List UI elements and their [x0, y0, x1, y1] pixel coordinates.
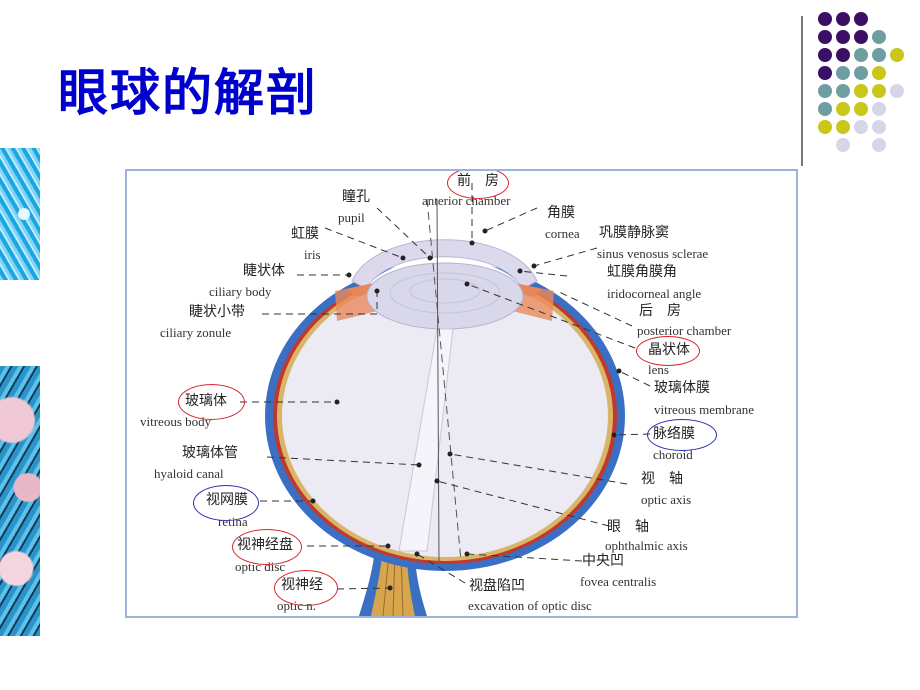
label-iris-zh: 虹膜	[291, 226, 319, 242]
decor-dot	[872, 66, 886, 80]
label-hyaloid-canal-en: hyaloid canal	[154, 466, 224, 481]
decor-dot	[836, 120, 850, 134]
label-vitreous-body-en: vitreous body	[140, 414, 212, 429]
decor-dot	[818, 12, 832, 26]
decor-dot	[836, 30, 850, 44]
label-fovea-zh: 中央凹	[582, 553, 624, 569]
decor-dot	[836, 66, 850, 80]
decor-dot	[854, 30, 868, 44]
label-vitreous-membrane-zh: 玻璃体膜	[654, 380, 710, 396]
eye-anatomy-figure: 瞳孔 pupil 虹膜 iris 睫状体 ciliary body 睫状小带 c…	[125, 169, 798, 618]
label-retina-en: retina	[218, 514, 248, 529]
label-sinus-venosus-zh: 巩膜静脉窦	[599, 225, 669, 241]
decor-dot	[818, 102, 832, 116]
decor-dot	[872, 102, 886, 116]
label-excavation-zh: 视盘陷凹	[469, 578, 525, 594]
label-choroid-en: choroid	[653, 447, 693, 462]
label-choroid-zh: 脉络膜	[653, 426, 695, 442]
label-ophthalmic-axis-zh: 眼 轴	[607, 519, 649, 535]
decor-dot	[872, 138, 886, 152]
decor-dot	[854, 102, 868, 116]
decor-dot	[872, 120, 886, 134]
decor-dot	[872, 84, 886, 98]
label-ophthalmic-axis-en: ophthalmic axis	[605, 538, 688, 553]
label-pupil-zh: 瞳孔	[342, 189, 370, 205]
label-cornea-zh: 角膜	[547, 205, 575, 221]
decor-dot	[854, 12, 868, 26]
decor-dot	[872, 48, 886, 62]
label-optic-disc-zh: 视神经盘	[237, 537, 293, 553]
decor-dot	[890, 48, 904, 62]
blue-crystal-image	[0, 148, 40, 280]
decor-dot	[818, 120, 832, 134]
decor-dot	[818, 66, 832, 80]
label-retina-zh: 视网膜	[206, 492, 248, 508]
label-ciliary-body-zh: 睫状体	[243, 263, 285, 279]
label-anterior-chamber-zh: 前 房	[457, 173, 499, 189]
decor-dot	[854, 66, 868, 80]
label-pupil-en: pupil	[338, 210, 365, 225]
decor-dot	[818, 84, 832, 98]
eyeball-illustration	[240, 183, 651, 616]
decor-dot	[836, 12, 850, 26]
label-vitreous-membrane-en: vitreous membrane	[654, 402, 754, 417]
label-iridocorneal-angle-en: iridocorneal angle	[607, 286, 702, 301]
label-lens-zh: 晶状体	[648, 342, 690, 358]
label-ciliary-body-en: ciliary body	[209, 284, 272, 299]
decor-dot	[836, 84, 850, 98]
label-iridocorneal-angle-zh: 虹膜角膜角	[607, 264, 677, 280]
label-optic-axis-en: optic axis	[641, 492, 692, 507]
label-optic-disc-en: optic disc	[235, 559, 286, 574]
decor-dot	[872, 30, 886, 44]
label-fovea-en: fovea centralis	[580, 574, 657, 589]
label-anterior-chamber-en: anterior chamber	[422, 193, 511, 208]
label-optic-nerve-zh: 视神经	[281, 577, 323, 593]
label-sinus-venosus-en: sinus venosus sclerae	[597, 246, 709, 261]
decor-dot	[818, 30, 832, 44]
label-optic-axis-zh: 视 轴	[641, 471, 683, 487]
label-vitreous-body-zh: 玻璃体	[185, 393, 227, 409]
decor-dot	[854, 120, 868, 134]
label-iris-en: iris	[304, 247, 321, 262]
label-excavation-en: excavation of optic disc	[468, 598, 592, 613]
decor-dot	[836, 102, 850, 116]
blue-foliage-image	[0, 366, 40, 636]
decor-dot	[818, 48, 832, 62]
slide-title: 眼球的解剖	[58, 64, 318, 122]
divider-line	[801, 16, 803, 166]
label-optic-nerve-en: optic n.	[277, 598, 316, 613]
label-ciliary-zonule-zh: 睫状小带	[189, 304, 245, 320]
label-posterior-chamber-en: posterior chamber	[637, 323, 732, 338]
decor-dot	[854, 48, 868, 62]
label-hyaloid-canal-zh: 玻璃体管	[182, 445, 238, 461]
label-posterior-chamber-zh: 后 房	[639, 303, 681, 319]
label-cornea-en: cornea	[545, 226, 580, 241]
decor-dot	[890, 84, 904, 98]
decor-dot	[836, 48, 850, 62]
decor-dot	[836, 138, 850, 152]
label-ciliary-zonule-en: ciliary zonule	[160, 325, 232, 340]
decor-dot	[854, 84, 868, 98]
label-lens-en: lens	[648, 362, 669, 377]
